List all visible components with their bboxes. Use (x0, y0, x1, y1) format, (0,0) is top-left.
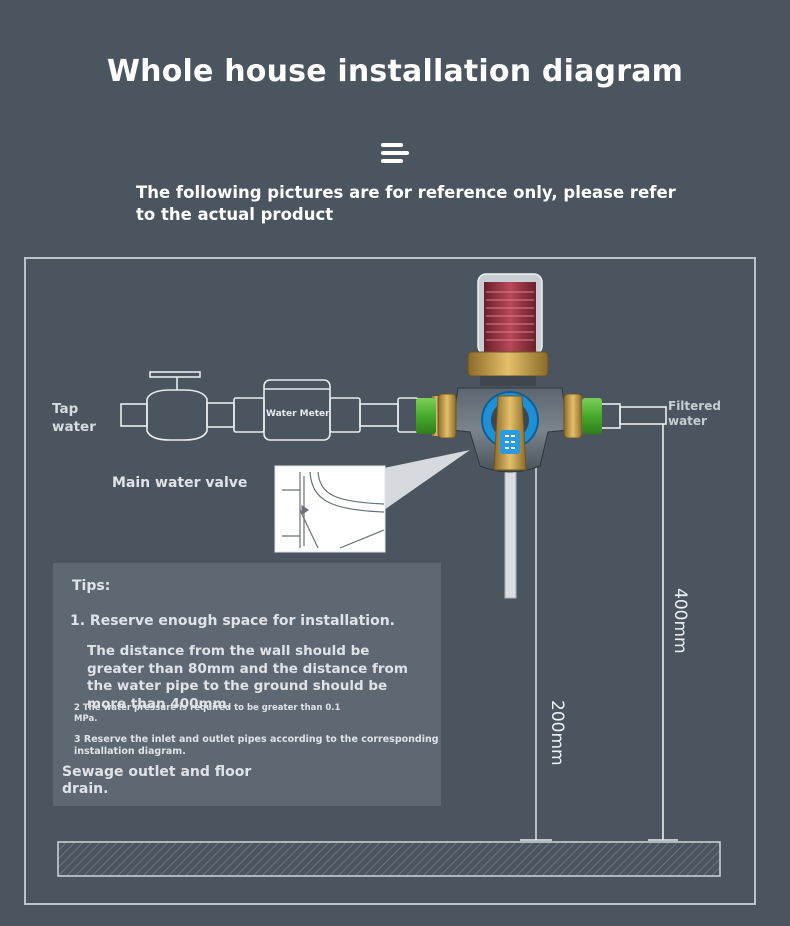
tap-water-label: Tap water (52, 401, 96, 435)
tap-water-pipe (120, 371, 433, 441)
drain-dimension-line (520, 460, 678, 841)
menu-lines-icon (381, 143, 409, 163)
tip-1: 1. Reserve enough space for installation… (70, 613, 395, 629)
floor (57, 841, 721, 877)
prefilter-unit (416, 273, 602, 473)
filtered-water-pipe (599, 403, 667, 840)
drain-tube (504, 467, 517, 599)
disclaimer-text: The following pictures are for reference… (136, 183, 676, 224)
water-meter-label: Water Meter (266, 409, 330, 419)
valve-detail-callout (274, 450, 470, 553)
sewage-note: Sewage outlet and floor drain. (62, 764, 252, 797)
diagram-frame (24, 257, 756, 905)
tip-1-detail: The distance from the wall should be gre… (87, 643, 408, 712)
main-valve-label: Main water valve (112, 475, 248, 491)
tips-heading: Tips: (72, 578, 111, 594)
tips-panel (53, 563, 441, 806)
tip-2: 2 The water pressure is required to be g… (74, 703, 341, 724)
page-title: Whole house installation diagram (106, 54, 684, 89)
tip-3: 3 Reserve the inlet and outlet pipes acc… (74, 734, 439, 757)
dimension-200mm: 200mm (547, 700, 567, 766)
dimension-400mm: 400mm (670, 588, 690, 654)
filtered-water-label: Filtered water (668, 399, 721, 428)
